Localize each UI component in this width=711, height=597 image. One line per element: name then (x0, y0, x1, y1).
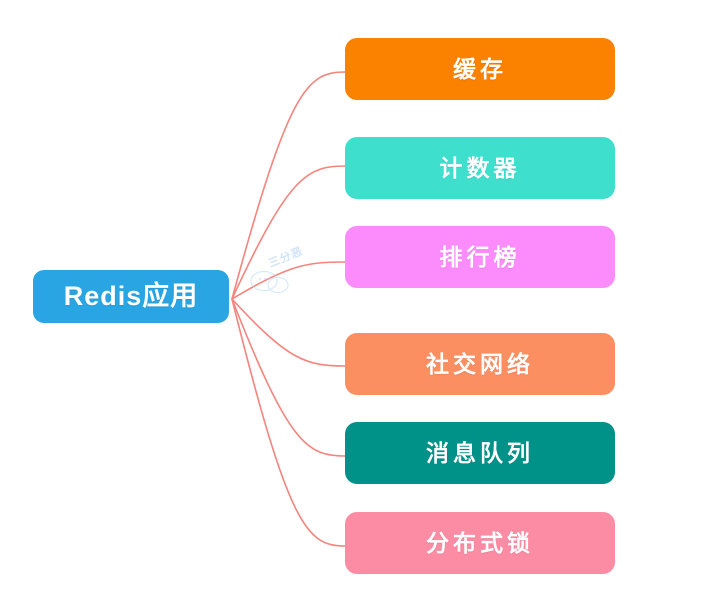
connector-line (231, 298, 346, 457)
root-node-label: Redis应用 (63, 281, 199, 311)
root-node-redis[interactable]: Redis应用 (33, 270, 229, 323)
connector-line (231, 71, 346, 300)
branch-node[interactable]: 缓存 (345, 38, 615, 100)
watermark-text: 三分恶 (267, 245, 306, 271)
branch-node-label: 消息队列 (426, 439, 534, 466)
connector-line (231, 298, 346, 547)
branch-node[interactable]: 排行榜 (345, 226, 615, 288)
branch-node[interactable]: 消息队列 (345, 422, 615, 484)
branch-node[interactable]: 计数器 (345, 137, 615, 199)
branch-node-label: 缓存 (453, 55, 507, 82)
watermark: 三分恶 (250, 245, 330, 299)
branch-node-label: 分布式锁 (426, 529, 534, 556)
connector-line (231, 298, 346, 367)
branch-node[interactable]: 社交网络 (345, 333, 615, 395)
branch-node-label: 社交网络 (426, 350, 534, 377)
connector-line (231, 261, 346, 300)
chat-bubble-icon (250, 270, 289, 294)
branch-node-label: 计数器 (439, 154, 521, 181)
connector-line (231, 165, 346, 300)
branch-node[interactable]: 分布式锁 (345, 512, 615, 574)
branch-node-label: 排行榜 (439, 243, 521, 270)
